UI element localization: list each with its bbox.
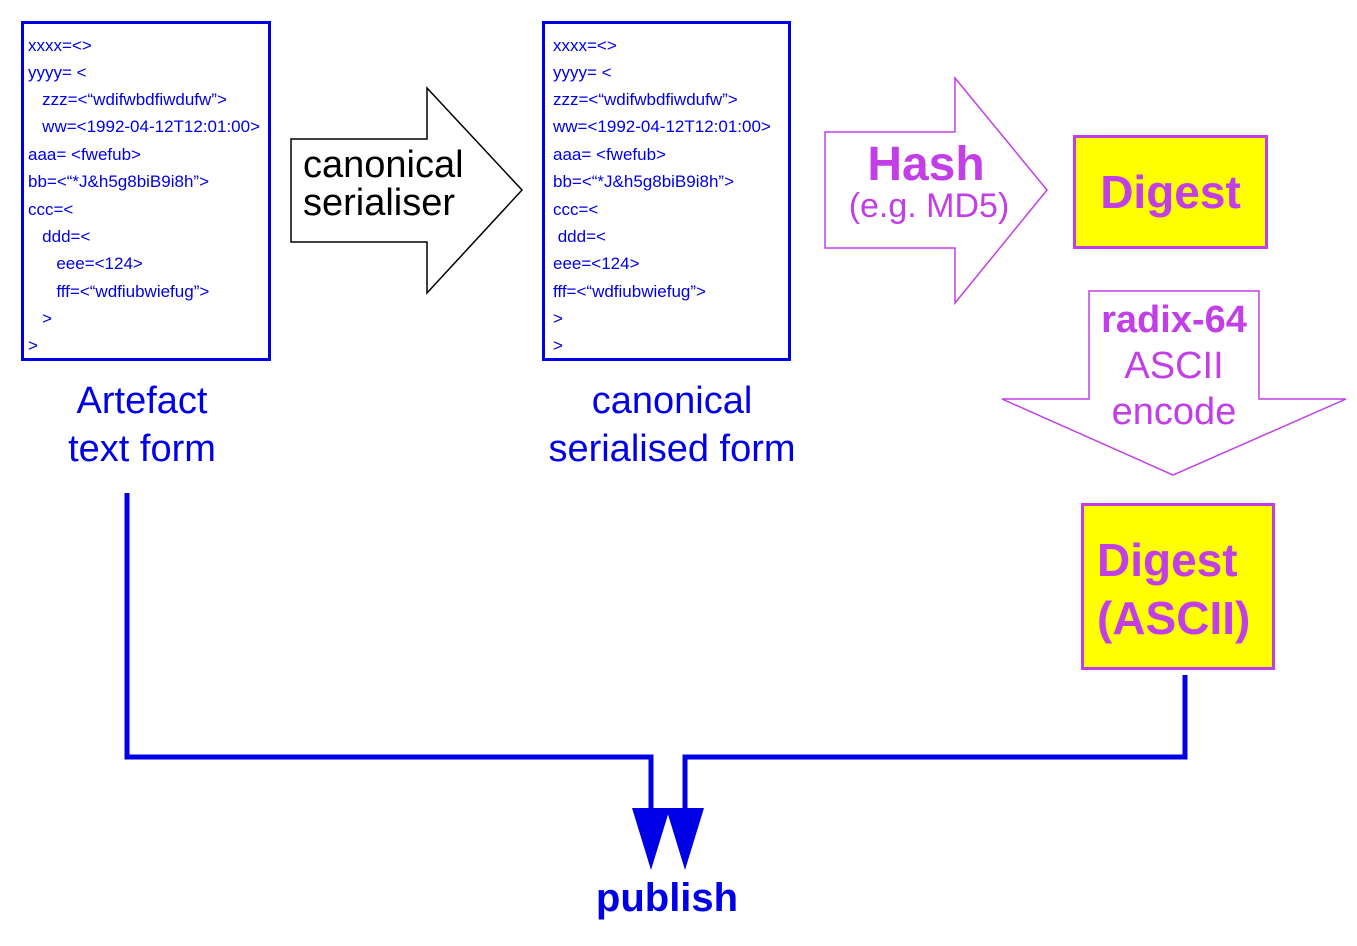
hash-subtitle: (e.g. MD5) [848, 187, 1010, 225]
artefact-caption: Artefact text form [20, 377, 264, 473]
code-line: > [28, 309, 53, 328]
encode-label: radix-64 ASCII encode [1068, 297, 1280, 435]
serialiser-label-line1: canonical [303, 144, 464, 186]
artefact-publish-line [124, 493, 654, 812]
serialiser-arrow-shape [290, 86, 524, 295]
publish-label: publish [595, 876, 739, 920]
serialiser-label-line2: serialiser [303, 182, 456, 224]
code-line: yyyy= < [28, 63, 87, 82]
hash-title: Hash [867, 138, 985, 191]
code-line: ccc=< [553, 200, 599, 219]
code-line: bb=<“*J&h5g8biB9i8h”> [28, 172, 209, 191]
serialiser-label: canonical serialiser [303, 146, 493, 222]
canonical-caption: canonical serialised form [520, 377, 824, 473]
code-line: > [553, 309, 563, 328]
artefact-text-box: xxxx=<> yyyy= < zzz=<“wdifwbdfiwdufw”> w… [21, 21, 271, 361]
code-line: fff=<“wdfiubwiefug”> [28, 282, 210, 301]
hash-arrow-shape [824, 75, 1048, 306]
encode-arrow-shape [1001, 290, 1347, 476]
encode-label-line2: ASCII [1124, 345, 1224, 387]
code-line: aaa= <fwefub> [553, 145, 666, 164]
canonical-text-box: xxxx=<> yyyy= < zzz=<“wdifwbdfiwdufw”> w… [542, 21, 791, 361]
code-line: ddd=< [553, 227, 606, 246]
artefact-caption-line1: Artefact [76, 380, 208, 422]
code-line: > [28, 336, 38, 355]
code-line: ccc=< [28, 200, 74, 219]
canonical-caption-line2: serialised form [548, 428, 796, 470]
code-line: ww=<1992-04-12T12:01:00> [28, 117, 261, 136]
artefact-caption-line2: text form [68, 428, 216, 470]
code-line: bb=<“*J&h5g8biB9i8h”> [553, 172, 734, 191]
code-line: zzz=<“wdifwbdfiwdufw”> [553, 90, 738, 109]
code-line: ww=<1992-04-12T12:01:00> [553, 117, 771, 136]
digest-ascii-line2: (ASCII) [1097, 592, 1251, 644]
encode-label-line3: encode [1111, 391, 1237, 433]
digest-ascii-line1: Digest [1097, 534, 1238, 586]
digest-ascii-box: Digest (ASCII) [1081, 503, 1275, 670]
digest-box: Digest [1073, 135, 1268, 249]
code-line: > [553, 336, 563, 355]
publish-arrowhead-left [632, 808, 670, 870]
digest-publish-line [682, 675, 1188, 812]
code-line: xxxx=<> [28, 36, 92, 55]
code-line: aaa= <fwefub> [28, 145, 141, 164]
encode-label-line1: radix-64 [1101, 299, 1247, 341]
digest-label: Digest [1100, 166, 1241, 218]
code-line: xxxx=<> [553, 36, 617, 55]
canonical-caption-line1: canonical [591, 380, 753, 422]
code-line: eee=<124> [28, 254, 143, 273]
code-line: ddd=< [28, 227, 91, 246]
publish-arrowhead-right [666, 808, 704, 870]
code-line: zzz=<“wdifwbdfiwdufw”> [28, 90, 227, 109]
code-line: yyyy= < [553, 63, 612, 82]
code-line: eee=<124> [553, 254, 640, 273]
code-line: fff=<“wdfiubwiefug”> [553, 282, 706, 301]
